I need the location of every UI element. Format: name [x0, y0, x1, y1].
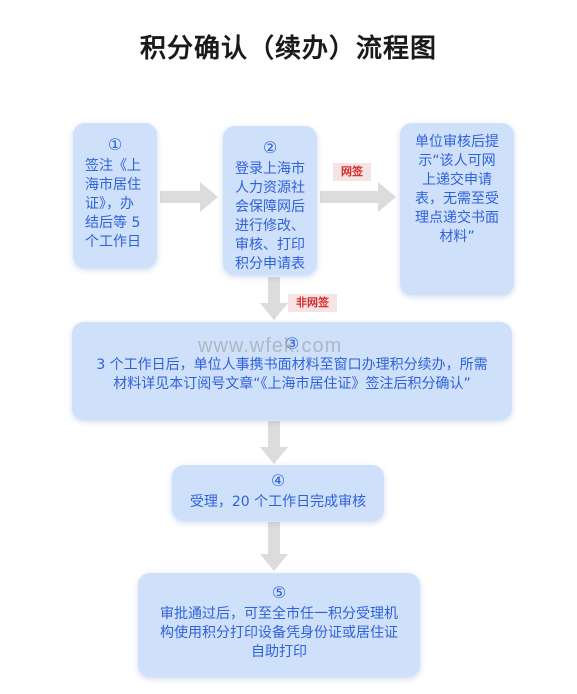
step-4-box: ④ 受理，20 个工作日完成审核 [172, 465, 384, 521]
arrow-4-to-5 [260, 522, 288, 571]
step-3-number: ③ [284, 334, 300, 353]
step-1-box: ① 签注《上海市居住证》，办结后等 5 个工作日 [73, 123, 157, 268]
arrow-1-to-2 [160, 182, 218, 212]
online-sign-tag: 网签 [333, 163, 371, 181]
arrow-2-to-3rd [260, 277, 288, 320]
watermark: www.wfek.com [198, 335, 343, 357]
offline-sign-tag: 非网签 [288, 294, 337, 312]
step-3-box: ③ 3 个工作日后，单位人事携书面材料至窗口办理积分续办，所需材料详见本订阅号文… [72, 322, 512, 420]
step-4-text: 受理，20 个工作日完成审核 [189, 494, 367, 510]
diagram-title: 积分确认（续办）流程图 [139, 34, 437, 64]
step-3-text: 3 个工作日后，单位人事携书面材料至窗口办理积分续办，所需材料详见本订阅号文章“… [96, 357, 488, 392]
arrow-2-to-3 [320, 182, 396, 212]
online-result-box: 单位审核后提示“该人可网上递交申请表，无需至受理点递交书面材料” [400, 123, 514, 295]
step-5-text: 审批通过后，可至全市任一积分受理机构使用积分打印设备凭身份证或居住证自助打印 [160, 606, 398, 660]
step-2-number: ② [262, 138, 278, 157]
step-1-text: 签注《上海市居住证》，办结后等 5 个工作日 [85, 158, 141, 250]
step-4-number: ④ [270, 471, 286, 490]
arrow-3rd-to-4 [260, 421, 288, 464]
step-2-text: 登录上海市人力资源社会保障网后进行修改、审核、打印积分申请表 [235, 161, 305, 272]
step-5-box: ⑤ 审批通过后，可至全市任一积分受理机构使用积分打印设备凭身份证或居住证自助打印 [138, 573, 420, 677]
step-5-number: ⑤ [271, 583, 287, 602]
step-1-number: ① [107, 135, 123, 154]
step-2-box: ② 登录上海市人力资源社会保障网后进行修改、审核、打印积分申请表 [223, 126, 317, 275]
online-result-text: 单位审核后提示“该人可网上递交申请表，无需至受理点递交书面材料” [415, 134, 499, 245]
